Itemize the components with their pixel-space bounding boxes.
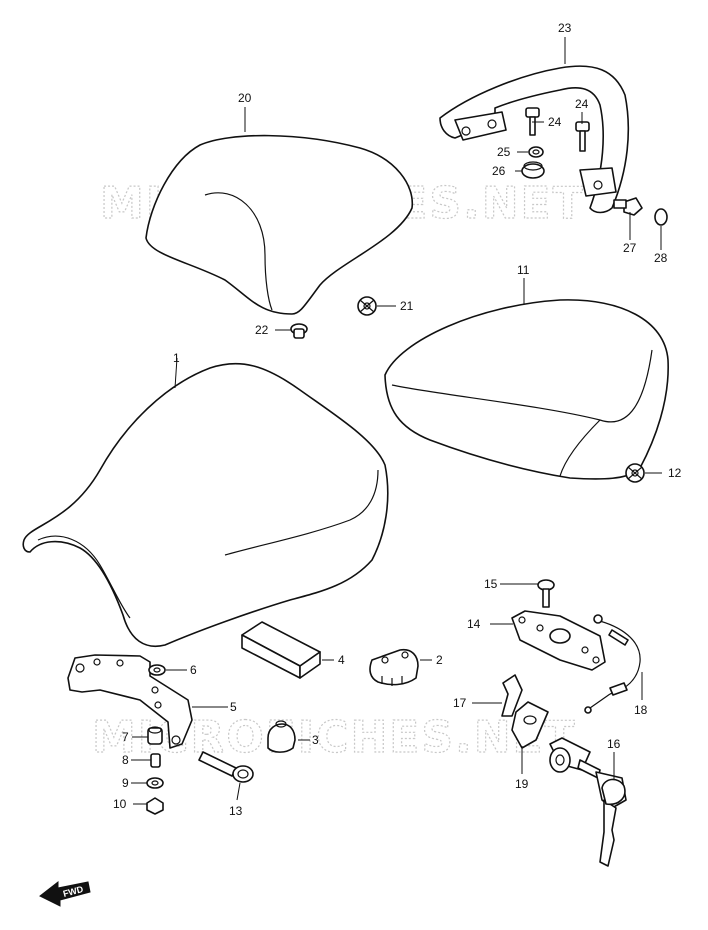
part-20-seat-cover[interactable] (145, 134, 414, 315)
callout-17: 17 (453, 696, 467, 710)
part-14-lock-bracket[interactable] (511, 610, 606, 671)
part-3-rubber-mount[interactable] (267, 720, 296, 753)
callout-1: 1 (173, 351, 180, 365)
callout-27: 27 (623, 241, 637, 255)
part-15-screw[interactable] (537, 579, 555, 608)
callout-labels: 20 23 24 24 25 26 27 28 21 22 11 1 12 4 … (113, 21, 682, 818)
callout-21: 21 (400, 299, 414, 313)
callout-11: 11 (517, 263, 530, 277)
fwd-arrow-icon: FWD (39, 880, 91, 907)
part-10-nut[interactable] (146, 797, 164, 815)
callout-9: 9 (122, 776, 129, 790)
part-11-rear-seat[interactable] (384, 299, 669, 480)
part-23-grab-rail[interactable] (439, 65, 630, 214)
part-6-washer[interactable] (148, 664, 166, 676)
callout-20: 20 (238, 91, 252, 105)
part-25-washer[interactable] (528, 146, 544, 158)
part-5-bracket[interactable] (67, 654, 193, 749)
callout-23: 23 (558, 21, 572, 35)
callout-24-right: 24 (575, 97, 589, 111)
part-19-lock-plate[interactable] (511, 701, 549, 749)
part-7-cushion[interactable] (147, 726, 163, 745)
callout-22: 22 (255, 323, 269, 337)
part-28-cap[interactable] (654, 208, 668, 226)
part-13-bolt[interactable] (198, 751, 254, 783)
callout-28: 28 (654, 251, 668, 265)
callout-7: 7 (122, 730, 129, 744)
part-18-cable[interactable] (584, 614, 641, 714)
callout-18: 18 (634, 703, 648, 717)
leader-lines (131, 37, 662, 805)
callout-15: 15 (484, 577, 498, 591)
callout-4: 4 (338, 653, 345, 667)
part-24-bolt-left[interactable] (525, 107, 540, 136)
part-8-collar[interactable] (150, 753, 161, 768)
part-1-front-seat[interactable] (22, 362, 389, 647)
callout-6: 6 (190, 663, 197, 677)
part-24-bolt-right[interactable] (575, 121, 590, 152)
part-21-clip[interactable] (357, 296, 377, 316)
part-4-pad[interactable] (241, 621, 321, 679)
callout-14: 14 (467, 617, 481, 631)
callout-5: 5 (230, 700, 237, 714)
part-27-cap-nut[interactable] (613, 197, 643, 216)
callout-16: 16 (607, 737, 621, 751)
callout-3: 3 (312, 733, 319, 747)
callout-8: 8 (122, 753, 129, 767)
callout-24-left: 24 (548, 115, 562, 129)
part-2-clamp[interactable] (369, 648, 419, 686)
part-26-cushion[interactable] (521, 161, 545, 179)
callout-26: 26 (492, 164, 506, 178)
callout-25: 25 (497, 145, 511, 159)
callout-13: 13 (229, 804, 243, 818)
callout-10: 10 (113, 797, 127, 811)
part-9-washer[interactable] (146, 777, 164, 789)
part-17-spring[interactable] (501, 674, 523, 717)
callout-19: 19 (515, 777, 529, 791)
callout-2: 2 (436, 653, 443, 667)
part-16-lock-and-keys[interactable] (549, 737, 627, 867)
part-12-clip[interactable] (625, 463, 645, 483)
callout-12: 12 (668, 466, 682, 480)
part-22-grommet[interactable] (290, 323, 308, 339)
